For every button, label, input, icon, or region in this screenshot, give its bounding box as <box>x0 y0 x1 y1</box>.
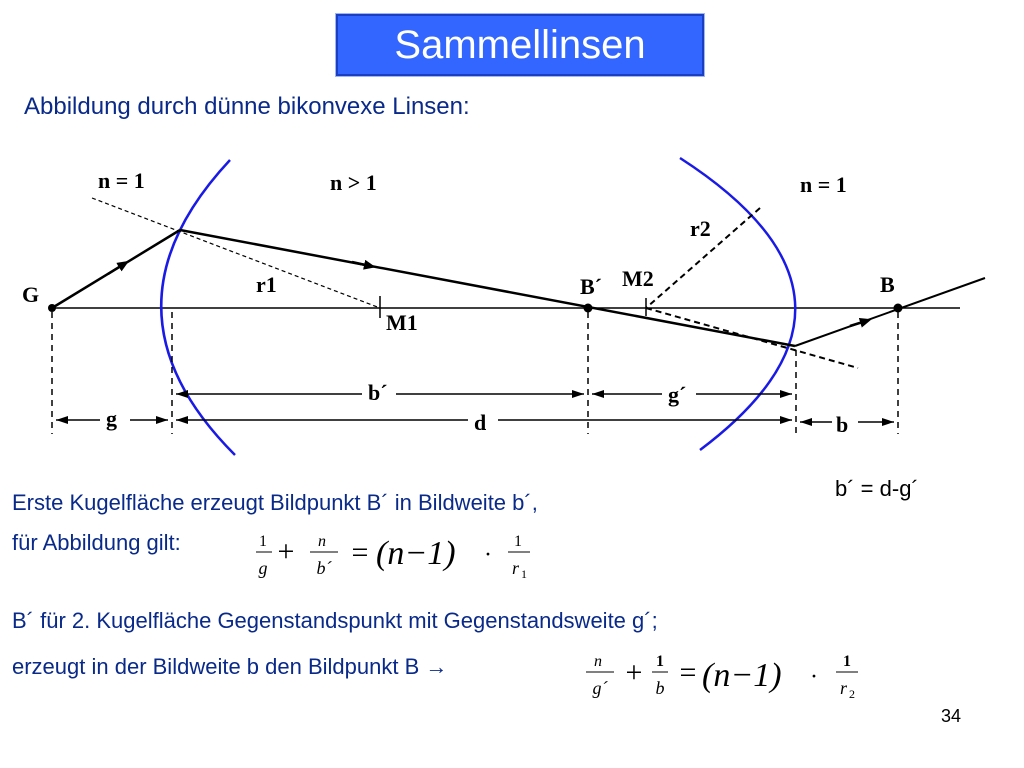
label-r2: r2 <box>690 216 711 241</box>
text-line-1: Erste Kugelfläche erzeugt Bildpunkt B´ i… <box>12 490 538 515</box>
title-box: Sammellinsen <box>335 13 705 77</box>
label-n-middle: n > 1 <box>330 170 377 195</box>
text-line-3: B´ für 2. Kugelfläche Gegenstandspunkt m… <box>12 608 658 633</box>
page-title: Sammellinsen <box>394 22 646 67</box>
formula-1: 1 g + n b´ = (n−1) · 1 r 1 <box>256 533 530 581</box>
f2-plus: + <box>626 656 643 689</box>
ray-inside <box>179 228 796 348</box>
label-B: B <box>880 272 895 297</box>
label-b: b <box>836 412 848 437</box>
label-g-prime: g´ <box>668 382 686 407</box>
f1-n-minus-1: (n−1) <box>376 535 456 572</box>
ray-arrow-1 <box>107 260 130 276</box>
f2-num-1: 1 <box>656 653 664 670</box>
f1-den-r-sub: 1 <box>521 567 527 581</box>
subtitle: Abbildung durch dünne bikonvexe Linsen: <box>24 93 470 120</box>
f1-plus: + <box>278 535 295 568</box>
normal-r1 <box>91 197 381 309</box>
f2-den-g-prime: g´ <box>593 678 609 698</box>
label-M2: M2 <box>622 266 654 291</box>
label-B-prime: B´ <box>580 274 602 299</box>
relation-b-prime: b´ = d-g´ <box>835 476 919 501</box>
normal-r2 <box>645 207 761 309</box>
point-B <box>893 303 903 313</box>
label-d: d <box>474 410 486 435</box>
label-b-prime: b´ <box>368 380 388 405</box>
ray-arrow-3 <box>849 318 872 328</box>
f2-num-1b: 1 <box>843 653 851 670</box>
f2-num-n: n <box>594 653 602 670</box>
f1-den-b-prime: b´ <box>317 558 333 578</box>
f1-dot: · <box>484 542 492 568</box>
f1-den-g: g <box>259 558 268 578</box>
normal-extension <box>645 307 859 369</box>
f2-den-r-sub: 2 <box>849 687 855 701</box>
formula-2: n g´ + 1 b = (n−1) · 1 r 2 <box>586 653 858 701</box>
point-B-prime <box>583 303 593 313</box>
label-G: G <box>22 282 39 307</box>
f2-dot: · <box>810 664 818 690</box>
lens-surface-right <box>679 156 797 451</box>
label-r1: r1 <box>256 272 277 297</box>
ray-arrow-2 <box>351 259 376 270</box>
f2-den-b: b <box>656 678 665 698</box>
page-number: 34 <box>941 706 962 726</box>
ray-outgoing <box>794 277 986 347</box>
point-G <box>48 304 56 312</box>
f1-den-r: r <box>512 558 520 578</box>
label-n-right: n = 1 <box>800 172 847 197</box>
lens-diagram: n = 1 n > 1 n = 1 G r1 M1 B´ M2 r2 B b´ … <box>22 156 986 456</box>
f1-num-n: n <box>318 533 326 550</box>
label-g: g <box>106 406 117 431</box>
label-M1: M1 <box>386 310 418 335</box>
f1-equals: = <box>352 536 369 569</box>
text-line-2: für Abbildung gilt: <box>12 530 181 555</box>
label-n-left: n = 1 <box>98 168 145 193</box>
text-line-4: erzeugt in der Bildweite b den Bildpunkt… <box>12 654 448 679</box>
f2-n-minus-1: (n−1) <box>702 657 782 694</box>
f2-den-r: r <box>840 678 848 698</box>
f1-num-1b: 1 <box>514 533 522 550</box>
f1-num-1: 1 <box>259 533 267 550</box>
f2-equals: = <box>680 656 697 689</box>
